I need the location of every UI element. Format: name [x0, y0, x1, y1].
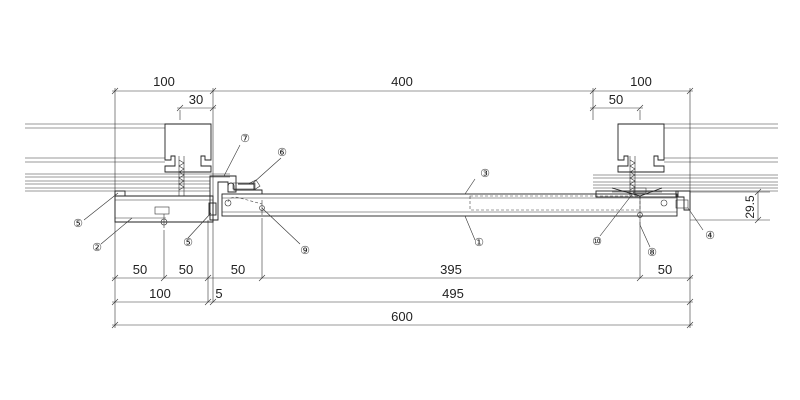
bottom-dimension-texts: 50 50 50 395 50 100 5 495 600 — [133, 262, 672, 324]
dimension-lines — [111, 87, 770, 329]
callout-10: ⑩ — [592, 236, 602, 248]
callout-5-right: ⑤ — [183, 237, 193, 249]
dim-top-sub-left: 30 — [189, 92, 203, 107]
dim-top-left: 100 — [153, 74, 175, 89]
dim-bottom-r1-d: 395 — [440, 262, 462, 277]
right-frame — [595, 187, 691, 225]
dim-bottom-r2-c: 495 — [442, 286, 464, 301]
callout-5-left: ⑤ — [73, 218, 83, 230]
left-channel-joist — [164, 123, 212, 196]
dim-top-right: 100 — [630, 74, 652, 89]
callout-6: ⑥ — [277, 147, 287, 159]
dim-top-sub-right: 50 — [609, 92, 623, 107]
dim-bottom-r1-b: 50 — [179, 262, 193, 277]
callout-7: ⑦ — [240, 133, 250, 145]
ceiling-left — [25, 123, 230, 192]
callout-8: ⑧ — [647, 247, 657, 259]
ceiling-right — [593, 123, 778, 192]
dim-bottom-r2-a: 100 — [149, 286, 171, 301]
callout-labels: ① ② ③ ④ ⑤ ⑤ ⑥ ⑦ ⑧ ⑨ ⑩ — [73, 133, 715, 259]
dim-bottom-r2-b: 5 — [215, 286, 222, 301]
callout-3: ③ — [480, 168, 490, 180]
callout-1: ① — [474, 237, 484, 249]
dim-bottom-r1-a: 50 — [133, 262, 147, 277]
top-dimension-texts: 100 400 100 30 50 — [153, 74, 652, 107]
callout-9: ⑨ — [300, 245, 310, 257]
hatch-panel — [221, 179, 678, 217]
dim-bottom-r1-c: 50 — [231, 262, 245, 277]
dim-top-center: 400 — [391, 74, 413, 89]
callout-4: ④ — [705, 230, 715, 242]
dim-bottom-r1-e: 50 — [658, 262, 672, 277]
left-frame — [114, 175, 237, 228]
dim-bottom-r3-a: 600 — [391, 309, 413, 324]
callout-2: ② — [92, 242, 102, 254]
dim-side-vertical: 29.5 — [743, 195, 757, 219]
right-channel-joist — [617, 123, 665, 196]
callout-leaders — [83, 144, 704, 248]
